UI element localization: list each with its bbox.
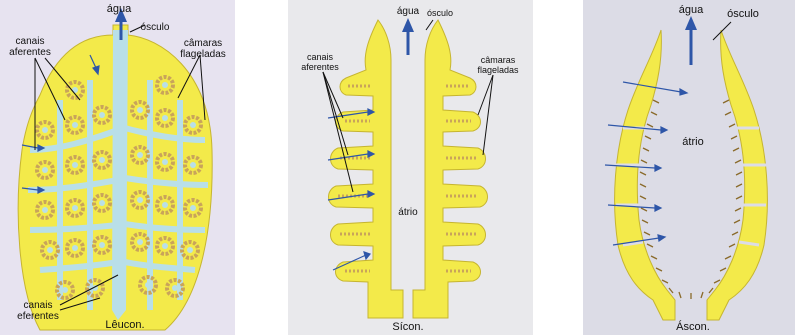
leucon-osculum-label: ósculo [141, 22, 170, 33]
sycon-atrium-label: átrio [398, 207, 418, 218]
leucon-chambers-label-2: flageladas [180, 49, 226, 60]
leucon-efferent-label-2: eferentes [17, 311, 59, 322]
ascon-panel: água ósculo átrio Áscon. [583, 0, 795, 335]
sycon-panel: água ósculo canais aferentes câmaras fla… [288, 0, 533, 335]
ascon-water-label: água [679, 4, 704, 16]
leucon-panel: água ósculo canais aferentes câmaras fla… [0, 0, 235, 335]
sycon-afferent-label-1: canais [307, 52, 334, 62]
ascon-osculum-label: ósculo [727, 8, 759, 20]
sycon-osculum-label: ósculo [427, 8, 453, 18]
ascon-caption: Áscon. [676, 320, 710, 333]
sycon-water-label: água [397, 6, 420, 17]
leucon-caption: Lêucon. [105, 319, 144, 331]
sycon-chambers-label-2: flageladas [477, 65, 519, 75]
sycon-afferent-label-2: aferentes [301, 62, 339, 72]
sycon-caption: Sícon. [392, 321, 423, 333]
leucon-afferent-label-1: canais [16, 36, 45, 47]
leucon-afferent-label-2: aferentes [9, 47, 51, 58]
sycon-chambers-label-1: câmaras [481, 55, 516, 65]
ascon-atrium-label: átrio [682, 136, 703, 148]
sycon-background [288, 0, 533, 335]
leucon-chambers-label-1: câmaras [184, 38, 222, 49]
leucon-water-label: água [107, 3, 132, 15]
leucon-efferent-label-1: canais [24, 300, 53, 311]
